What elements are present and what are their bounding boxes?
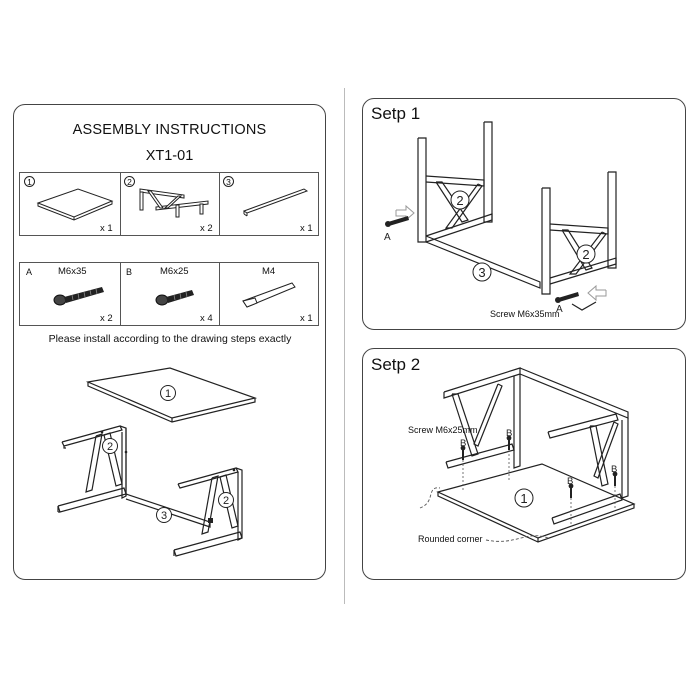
step-1-label-left-frame: 2 (456, 193, 463, 208)
step-2-letter-b-2: B (506, 428, 512, 439)
part-2-quantity: x 2 (200, 223, 213, 234)
hardware-a-letter: A (26, 267, 33, 277)
step-2-letter-b-4: B (611, 464, 617, 475)
step-1-label-crossbar: 3 (478, 265, 485, 280)
part-1-number: 1 (24, 176, 35, 187)
step-1-title: Setp 1 (371, 104, 421, 123)
hardware-hex-key-quantity: x 1 (300, 313, 313, 324)
step-2-label-tabletop: 1 (520, 491, 527, 506)
overview-label-tabletop: 1 (165, 388, 171, 400)
hardware-b-quantity: x 4 (200, 313, 213, 324)
part-2-number: 2 (124, 176, 135, 187)
hex-key-icon (242, 282, 296, 308)
overview-label-right-frame: 2 (223, 495, 229, 507)
bolt-m6x35-icon (53, 287, 104, 306)
part-3-quantity: x 1 (300, 223, 313, 234)
step-2-letter-b-3: B (567, 476, 573, 487)
instruction-panel (13, 104, 326, 580)
parts-divider (120, 173, 121, 235)
part-3-crossbar-drawing (242, 188, 309, 217)
parts-list: 1 x 1 2 x 2 3 x 1 (19, 172, 319, 236)
manual-title: ASSEMBLY INSTRUCTIONS (72, 122, 267, 138)
hardware-list: A M6x35 x 2 B M6x25 x 4 M4 x 1 (19, 262, 319, 326)
model-number: XT1-01 (145, 148, 194, 164)
step-1-letter-a-right: A (556, 304, 563, 315)
step-2-panel (362, 348, 686, 580)
install-note: Please install according to the drawing … (48, 333, 292, 345)
step-2-screw-callout: Screw M6x25mm (408, 425, 478, 435)
hardware-hex-key-name: M4 (262, 266, 276, 277)
step-2-rounded-corner-callout: Rounded corner (418, 534, 483, 544)
hardware-a-name: M6x35 (58, 266, 87, 277)
hardware-divider (219, 263, 220, 325)
step-2-diagram: 1 B B B B (419, 367, 636, 543)
page-divider (344, 88, 345, 604)
part-1-quantity: x 1 (100, 223, 113, 234)
part-3-number: 3 (223, 176, 234, 187)
part-2-side-frame-drawing (139, 188, 209, 218)
bolt-m6x25-icon (155, 290, 194, 306)
parts-divider (219, 173, 220, 235)
step-1-screw-callout: Screw M6x35mm (490, 309, 560, 319)
step-2-tabletop (436, 463, 636, 539)
overview-label-crossbar: 3 (161, 510, 167, 522)
hardware-b-letter: B (126, 267, 133, 277)
exploded-overview-diagram: 1 2 2 3 (57, 367, 258, 557)
hardware-b-name: M6x25 (160, 266, 189, 277)
step-1-letter-a-left: A (384, 232, 391, 243)
hardware-a-quantity: x 2 (100, 313, 113, 324)
step-1-label-right-frame: 2 (582, 247, 589, 262)
part-1-tabletop-drawing (36, 188, 114, 221)
overview-label-left-frame: 2 (107, 441, 113, 453)
step-1-diagram: 2 2 3 A A (384, 121, 617, 315)
step-1-panel (362, 98, 686, 330)
hardware-divider (120, 263, 121, 325)
step-2-title: Setp 2 (371, 355, 421, 374)
step-2-letter-b-1: B (460, 438, 466, 449)
